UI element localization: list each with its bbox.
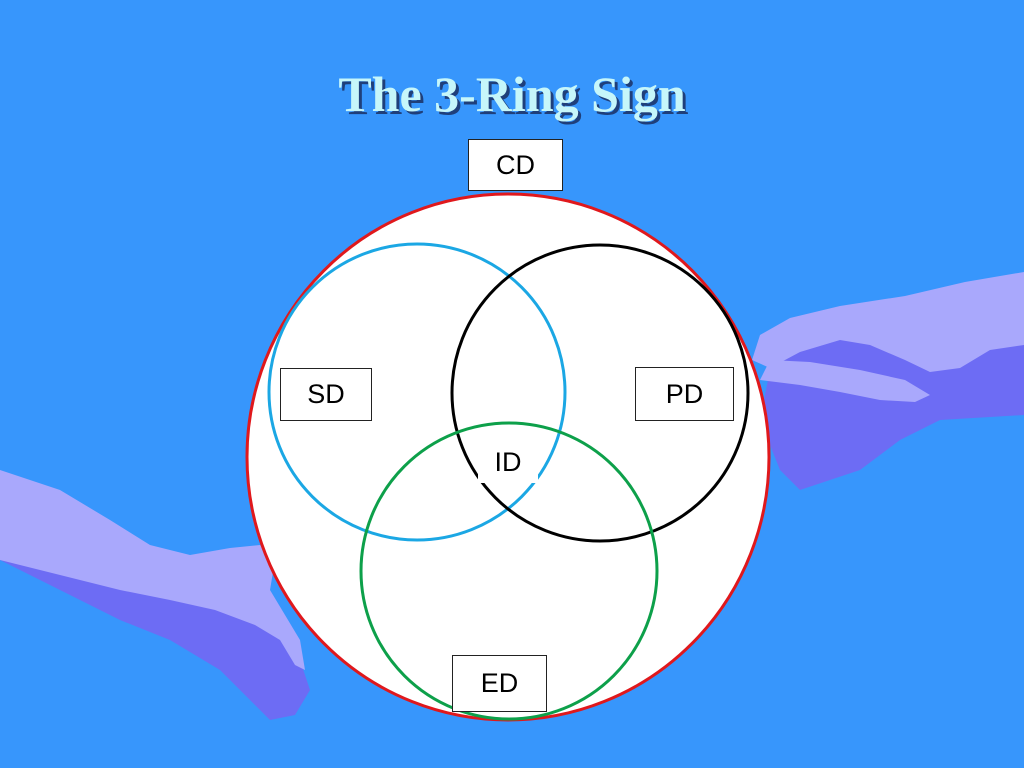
slide-title: The 3-Ring Sign [338,66,686,122]
intersection-label-id: ID [478,441,538,483]
ring-pd [450,243,750,543]
label-box-pd: PD [635,367,734,421]
left-hand [0,470,305,670]
ring-ed [359,421,659,721]
right-hand [752,272,1024,372]
left-hand-shadow [0,540,310,720]
label-box-cd: CD [468,139,563,191]
right-hand-fingers [760,360,930,402]
ring-sd [267,242,567,542]
label-box-ed: ED [452,655,547,712]
label-box-sd: SD [280,368,372,421]
